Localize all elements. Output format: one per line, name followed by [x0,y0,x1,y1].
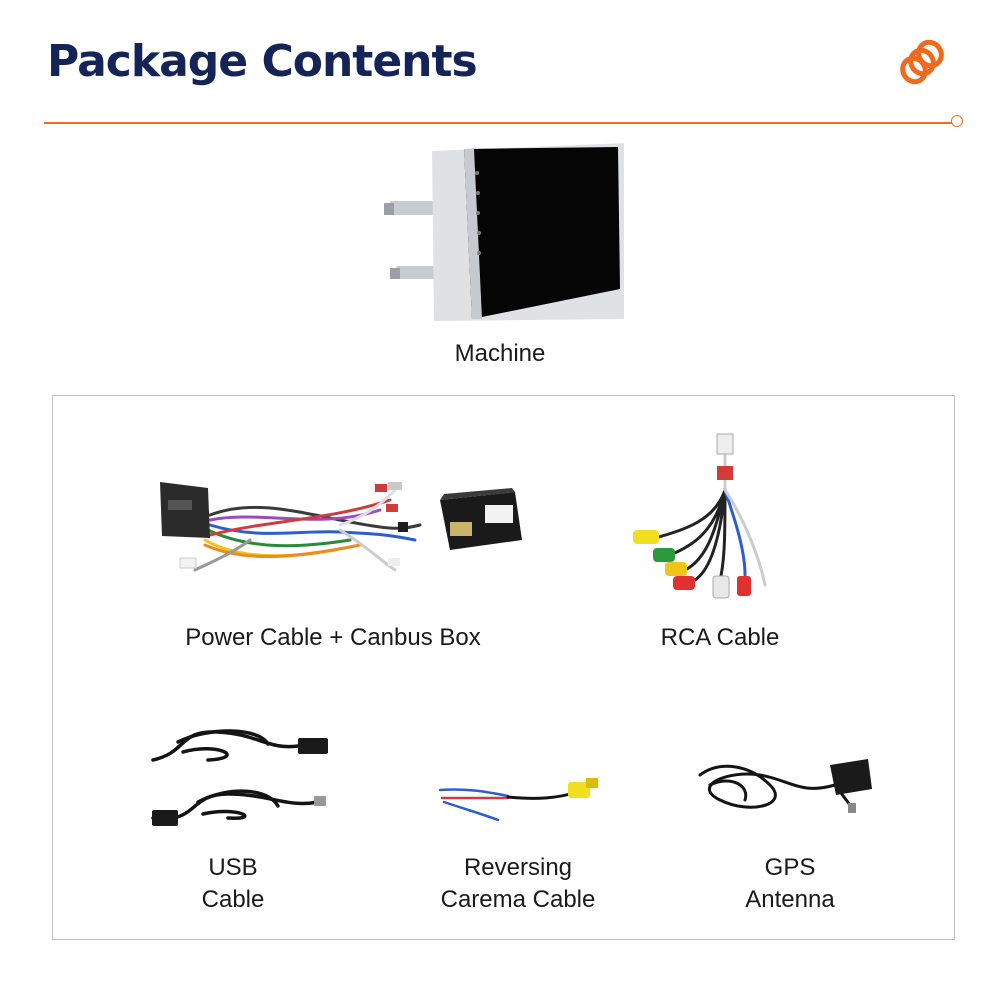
item-label-rca-cable: RCA Cable [660,624,780,651]
item-label-gps-line2: Antenna [745,886,835,913]
item-label-usb-line1: USB [208,854,258,881]
orange-coil-logo-icon [900,39,944,85]
wiring-harness-icon [160,482,522,572]
item-label-power-cable: Power Cable + Canbus Box [185,624,481,651]
rca-cable-icon [633,433,767,599]
divider-end-dot [951,115,963,127]
item-label-gps-line1: GPS [764,854,816,881]
accessories-panel [52,395,955,940]
gps-antenna-icon [698,759,872,813]
header-divider [44,122,952,124]
item-label-machine: Machine [454,340,546,367]
item-label-camera-line1: Reversing [463,854,573,881]
car-stereo-unit-icon [384,143,624,321]
page-title: Package Contents [47,36,478,87]
usb-cable-icon [151,729,328,826]
item-label-camera-line2: Carema Cable [440,886,596,913]
item-label-usb-line2: Cable [201,886,265,913]
camera-cable-icon [438,778,598,822]
